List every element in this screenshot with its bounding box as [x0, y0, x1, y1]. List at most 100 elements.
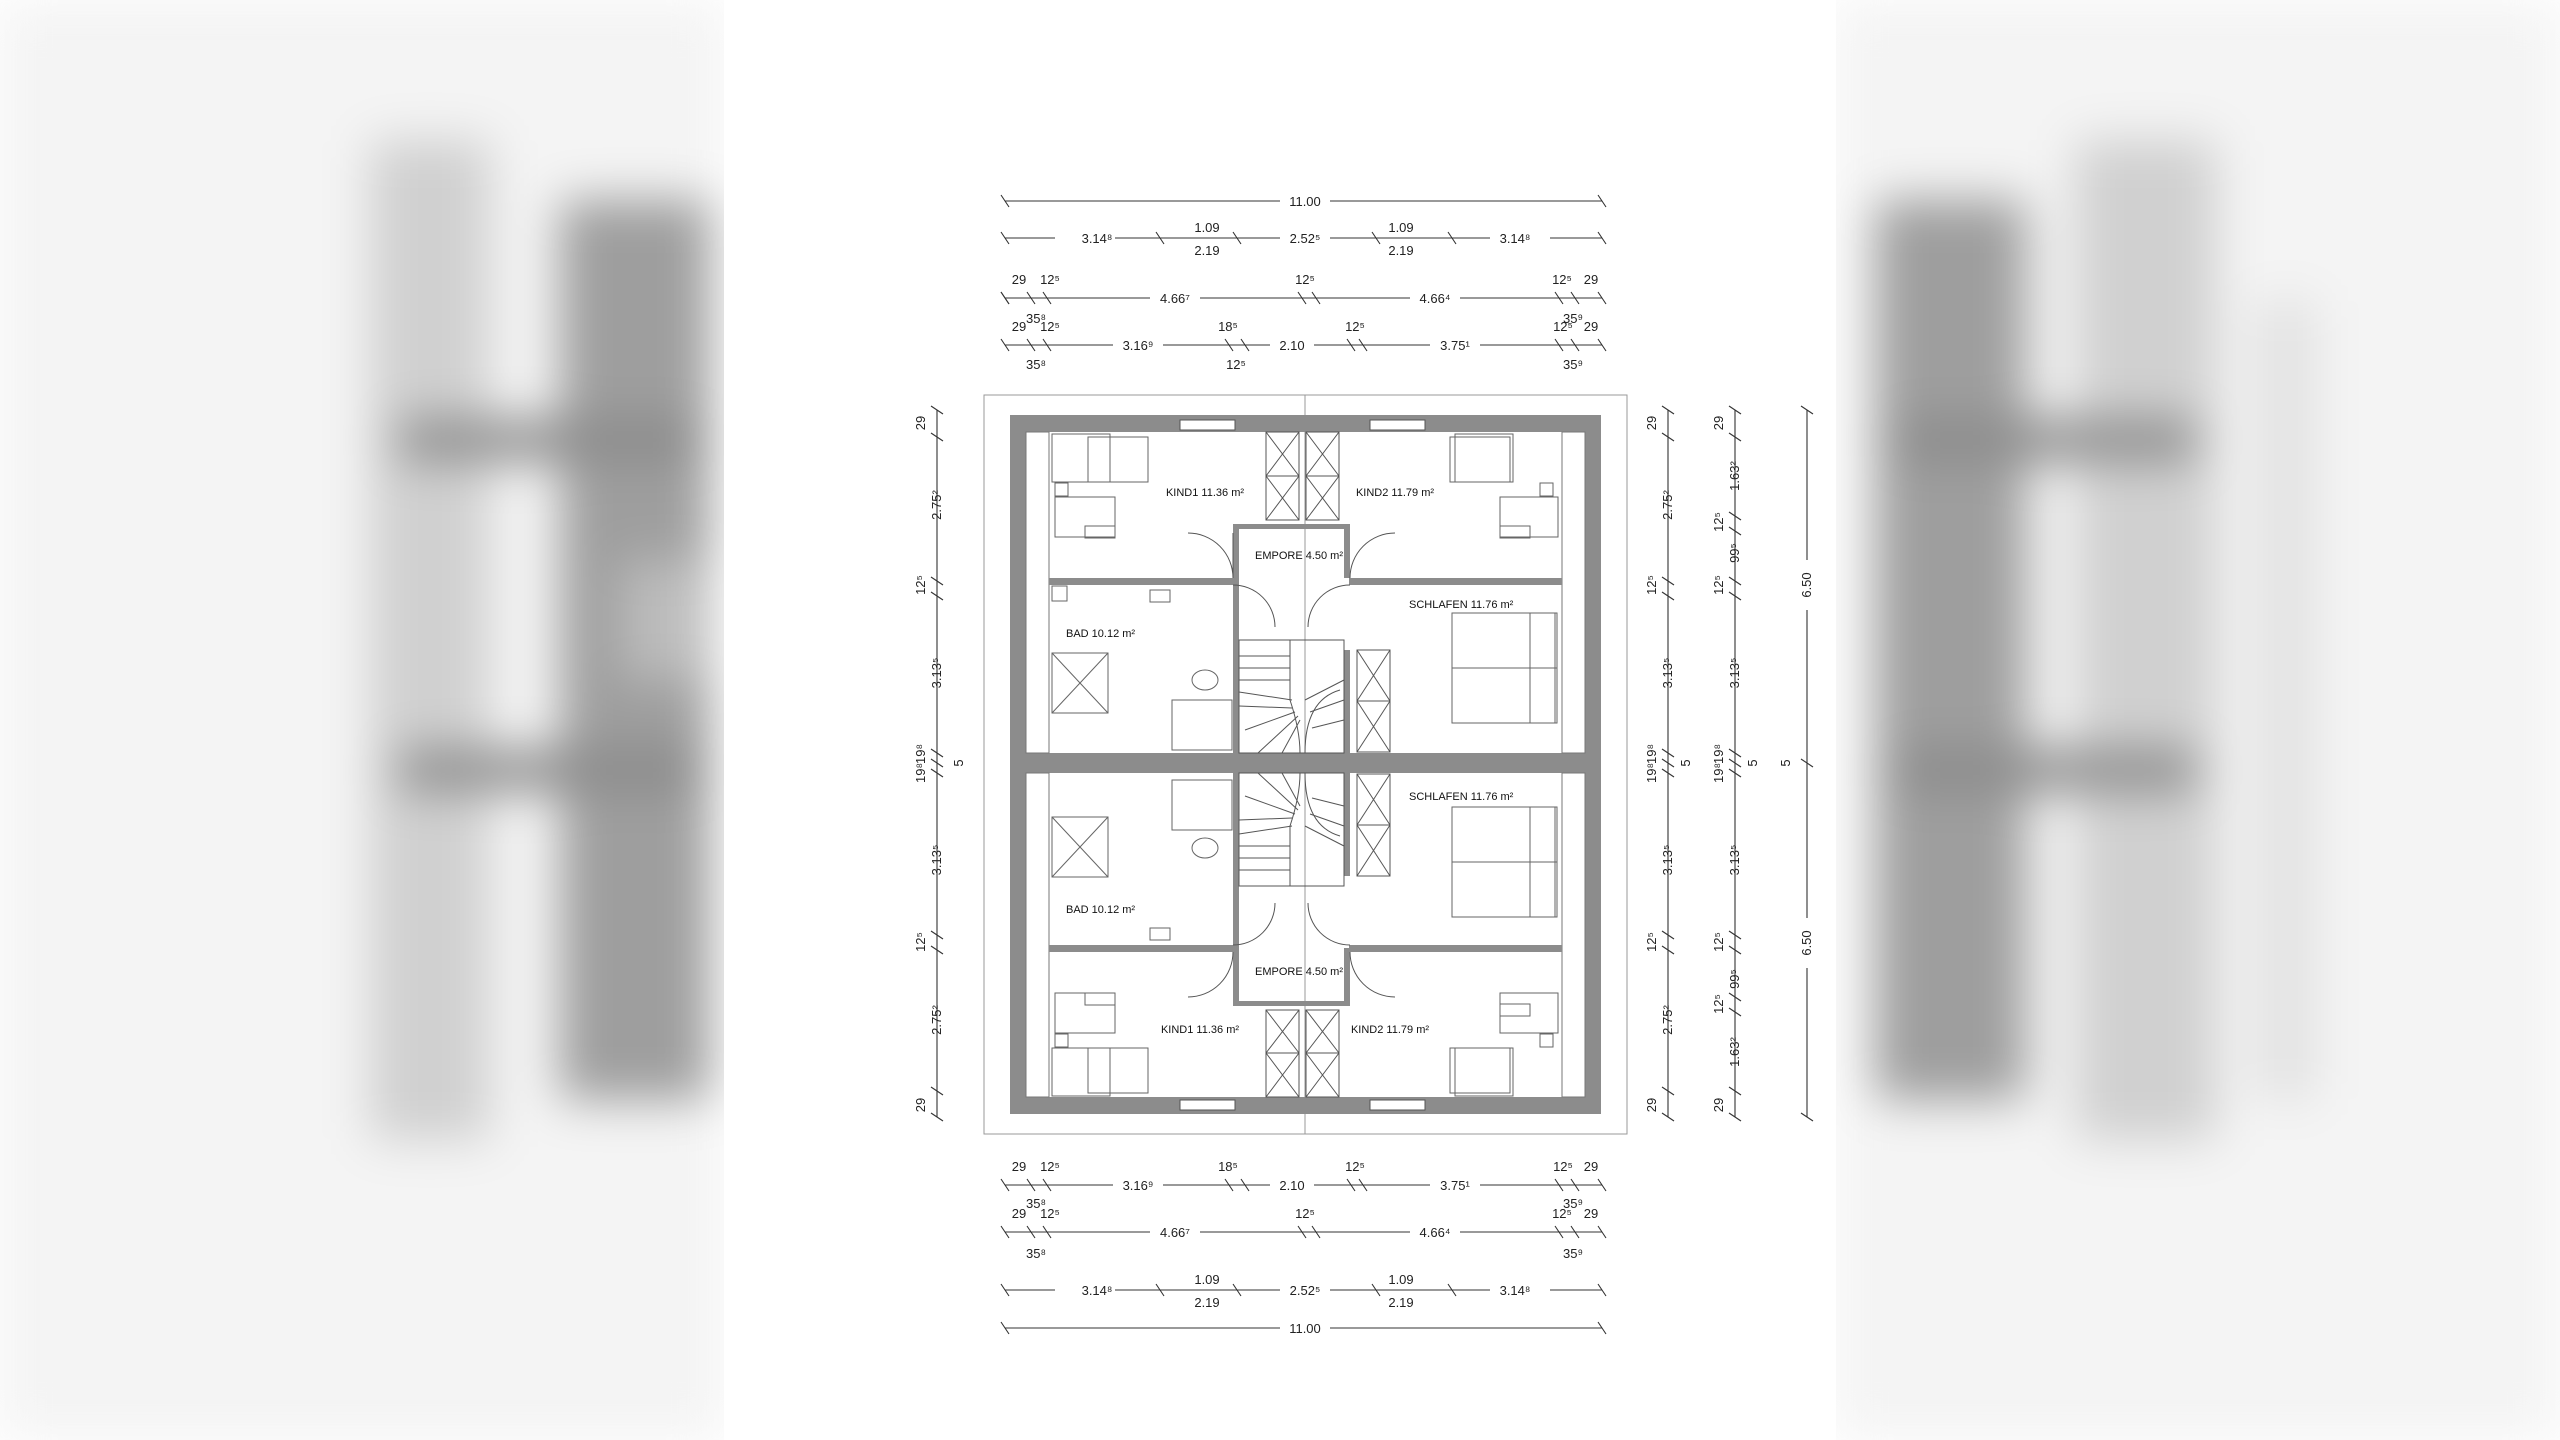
dim-inner: 2.10 [1279, 1178, 1304, 1193]
dim-inner: 3.75¹ [1440, 1178, 1470, 1193]
room-label: KIND2 11.79 m² [1351, 1024, 1429, 1036]
dim-inner: 12⁵ [1226, 357, 1246, 372]
floor-plan-drawing: 11.00 3.14⁸ 1.09 2.19 2.52⁵ 1.09 2.19 3.… [913, 192, 1815, 1336]
dim-total-depth: 6.50 [1799, 930, 1814, 955]
dim-room: 29 [1584, 1206, 1598, 1221]
dim-total-top: 11.00 [1289, 194, 1321, 209]
dim-opening: 1.09 [1194, 1272, 1219, 1287]
dim-right-inner: 3.13⁵ [1660, 658, 1675, 689]
dim-room: 4.66⁴ [1420, 291, 1451, 306]
dim-left: 2.75² [929, 490, 944, 520]
dim-opening: 2.52⁵ [1290, 231, 1321, 246]
dim-room: 4.66⁴ [1420, 1225, 1451, 1240]
right-total-dimension-chain: 6.50 5 6.50 [1778, 405, 1815, 1122]
dim-opening: 3.14⁸ [1082, 1283, 1113, 1298]
dim-right-outer: 99⁵ [1727, 969, 1742, 989]
dim-right-outer: 12⁵ [1711, 994, 1726, 1014]
dim-right-outer: 29 [1711, 416, 1726, 430]
dim-right-outer: 12⁵ [1711, 575, 1726, 595]
room-label: KIND1 11.36 m² [1166, 487, 1244, 499]
left-dimension-chain: 29 2.75² 12⁵ 3.13⁵ 19⁸ 19⁸ 5 3.13⁵ 12⁵ 2… [913, 405, 966, 1122]
dim-right-outer: 1.63² [1727, 461, 1742, 491]
staircase-bottom [1238, 772, 1345, 887]
dim-inner: 12⁵ [1345, 1159, 1365, 1174]
dim-left: 29 [913, 1098, 928, 1112]
dim-room: 12⁵ [1295, 272, 1315, 287]
right-inner-dimension-chain: 29 2.75² 12⁵ 3.13⁵ 19⁸ 19⁸ 5 3.13⁵ 12⁵ 2… [1644, 405, 1693, 1122]
room-label: EMPORE 4.50 m² [1255, 966, 1343, 978]
dim-opening: 3.14⁸ [1500, 1283, 1531, 1298]
dim-inner: 35⁹ [1563, 1246, 1583, 1261]
room-label: BAD 10.12 m² [1066, 628, 1135, 640]
dim-inner: 35⁸ [1026, 311, 1046, 326]
dim-total-bottom: 11.00 [1289, 1321, 1321, 1336]
dim-inner: 35⁸ [1026, 1246, 1046, 1261]
dim-inner: 35⁸ [1026, 1196, 1046, 1211]
dim-opening: 1.09 [1388, 1272, 1413, 1287]
party-wall [1026, 753, 1585, 773]
dim-opening: 3.14⁸ [1082, 231, 1113, 246]
dim-left: 19⁸ [913, 763, 928, 783]
dim-room: 29 [1012, 272, 1026, 287]
dim-right-inner: 3.13⁵ [1660, 845, 1675, 876]
room-label: EMPORE 4.50 m² [1255, 550, 1343, 562]
dim-opening: 2.52⁵ [1290, 1283, 1321, 1298]
dim-right-inner: 2.75² [1660, 1005, 1675, 1035]
dim-right-outer: 19⁸ [1711, 763, 1726, 783]
dim-inner: 3.16⁹ [1123, 1178, 1154, 1193]
dim-right-outer: 1.63² [1727, 1037, 1742, 1067]
dim-inner: 3.75¹ [1440, 338, 1470, 353]
dim-right-inner: 12⁵ [1644, 575, 1659, 595]
bottom-dimension-chains: 29 12⁵ 3.16⁹ 18⁵ 2.10 12⁵ 3.75¹ 12⁵ 29 3… [1000, 1159, 1607, 1336]
dim-opening: 2.19 [1194, 1295, 1219, 1310]
dim-right-inner: 19⁸ [1644, 744, 1659, 764]
dim-opening: 2.19 [1388, 243, 1413, 258]
dim-left: 3.13⁵ [929, 845, 944, 876]
dim-left: 5 [951, 759, 966, 766]
dim-left: 12⁵ [913, 932, 928, 952]
dim-inner: 18⁵ [1218, 1159, 1238, 1174]
dim-right-outer: 5 [1745, 759, 1760, 766]
dim-opening: 2.19 [1194, 243, 1219, 258]
dim-room: 29 [1012, 1206, 1026, 1221]
dim-inner: 12⁵ [1040, 319, 1060, 334]
dim-left: 29 [913, 416, 928, 430]
dim-opening: 3.14⁸ [1500, 231, 1531, 246]
building: KIND1 11.36 m² KIND2 11.79 m² EMPORE 4.5… [983, 394, 1628, 1135]
room-label: SCHLAFEN 11.76 m² [1409, 599, 1514, 611]
dim-room: 12⁵ [1552, 272, 1572, 287]
dim-right-inner: 2.75² [1660, 490, 1675, 520]
room-label: BAD 10.12 m² [1066, 904, 1135, 916]
dim-left: 12⁵ [913, 575, 928, 595]
dim-total-center: 5 [1778, 759, 1793, 766]
dim-right-outer: 3.13⁵ [1727, 658, 1742, 689]
dim-opening: 1.09 [1388, 220, 1413, 235]
dim-right-outer: 3.13⁵ [1727, 845, 1742, 876]
dim-inner: 12⁵ [1040, 1159, 1060, 1174]
dim-room: 12⁵ [1040, 272, 1060, 287]
dim-total-depth: 6.50 [1799, 572, 1814, 597]
room-label: KIND1 11.36 m² [1161, 1024, 1239, 1036]
dim-inner: 35⁹ [1563, 357, 1583, 372]
room-label: SCHLAFEN 11.76 m² [1409, 791, 1514, 803]
dim-right-inner: 5 [1678, 759, 1693, 766]
dim-inner: 12⁵ [1553, 1159, 1573, 1174]
dim-inner: 12⁵ [1553, 319, 1573, 334]
blurred-backdrop-left [0, 0, 724, 1440]
dim-inner: 18⁵ [1218, 319, 1238, 334]
room-label: KIND2 11.79 m² [1356, 487, 1434, 499]
dim-right-inner: 12⁵ [1644, 932, 1659, 952]
blurred-backdrop-right [1836, 0, 2560, 1440]
dim-inner: 29 [1584, 1159, 1598, 1174]
dim-left: 3.13⁵ [929, 658, 944, 689]
floor-plan-panel: 11.00 3.14⁸ 1.09 2.19 2.52⁵ 1.09 2.19 3.… [724, 0, 1836, 1440]
dim-room: 4.66⁷ [1160, 1225, 1190, 1240]
right-outer-dimension-chain: 29 1.63² 12⁵ 99⁵ 12⁵ 3.13⁵ 19⁸ 19⁸ 5 3.1… [1711, 405, 1760, 1122]
dim-room: 12⁵ [1552, 1206, 1572, 1221]
dim-inner: 35⁹ [1563, 1196, 1583, 1211]
dim-right-outer: 19⁸ [1711, 744, 1726, 764]
dim-inner: 35⁹ [1563, 311, 1583, 326]
dim-inner: 29 [1584, 319, 1598, 334]
staircase-top [1238, 639, 1345, 754]
dim-room: 12⁵ [1040, 1206, 1060, 1221]
